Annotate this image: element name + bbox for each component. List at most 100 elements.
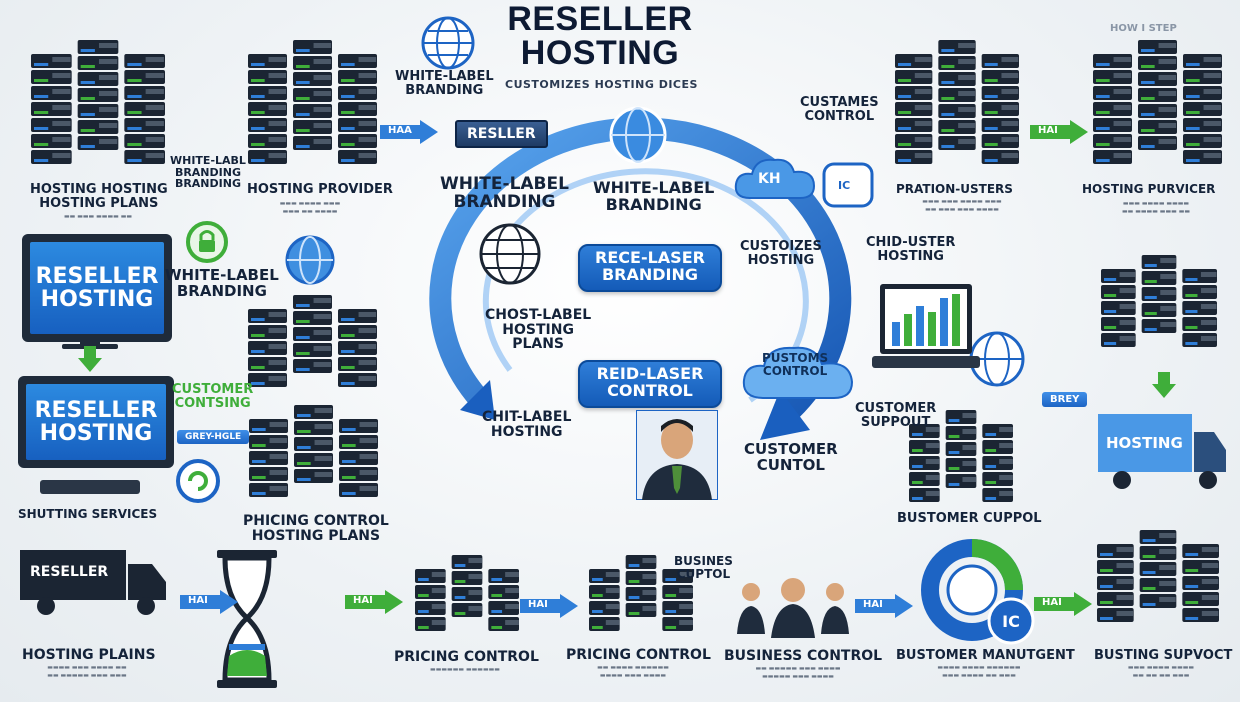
truck-icon-left bbox=[20, 550, 166, 615]
badge-circle-icon: IC bbox=[987, 597, 1035, 645]
monitor-stand bbox=[80, 334, 100, 346]
label-phicing-control: PHICING CONTROL HOSTING PLANS bbox=[243, 513, 389, 544]
grey-badge: GREY-HGLE bbox=[177, 430, 250, 444]
monitor-bottom: RESELLER HOSTING bbox=[18, 376, 174, 468]
label-pration-users: PRATION-USTERS bbox=[896, 182, 1013, 196]
brey-badge: BREY bbox=[1042, 392, 1088, 407]
subtitle: CUSTOMIZES HOSTING DICES bbox=[505, 78, 698, 91]
label-hosting-provider-left: HOSTING PROVIDER bbox=[247, 182, 393, 197]
server-stack-icon bbox=[1101, 255, 1217, 347]
server-stack-icon bbox=[415, 555, 519, 631]
label-white-label-top: WHITE-LABEL BRANDING bbox=[395, 69, 494, 98]
label-white-label-branding-mid: WHITE-LABEL BRANDING bbox=[165, 266, 279, 300]
donut-chart-icon bbox=[921, 539, 1023, 641]
caption-text: ▬▬▬ ▬▬▬ ▬▬▬▬ ▬▬▬▬▬ ▬▬▬ ▬▬▬ ▬▬▬▬ bbox=[922, 198, 1002, 213]
caption-text: ▬▬▬▬▬▬ ▬▬▬▬▬▬ bbox=[430, 666, 500, 673]
label-hosting-hosting-plans: HOSTING HOSTING HOSTING PLANS bbox=[30, 182, 168, 211]
caption-text: ▬▬▬▬ ▬▬▬▬ ▬▬▬▬▬▬▬▬▬ ▬▬▬▬ ▬▬ ▬▬▬ bbox=[937, 664, 1021, 679]
server-stack-icon bbox=[895, 40, 1019, 164]
caption-text: ▬▬▬ ▬▬▬▬ ▬▬▬▬▬▬ ▬▬▬▬ ▬▬▬ ▬▬ bbox=[1121, 200, 1191, 215]
arrow-tag: HAI bbox=[188, 595, 208, 606]
server-stack-icon bbox=[249, 405, 378, 497]
globe-icon bbox=[421, 16, 475, 70]
flow-arrow: HAI bbox=[180, 590, 238, 618]
caption-text: ▬▬▬ ▬▬▬▬ ▬▬▬▬▬▬ ▬▬ ▬▬▬▬ bbox=[279, 200, 341, 215]
label-bustomer-manutgent: BUSTOMER MANUTGENT bbox=[896, 648, 1075, 663]
label-hosting-purvicer: HOSTING PURVICER bbox=[1082, 182, 1216, 196]
globe-icon bbox=[609, 106, 667, 164]
hourglass-icon bbox=[217, 550, 277, 688]
caption-text: ▬▬ ▬▬▬ ▬▬▬▬ ▬▬ bbox=[63, 213, 133, 220]
caption-text: ▬▬▬ ▬▬▬▬ ▬▬▬▬▬▬ ▬▬ ▬▬ ▬▬▬ bbox=[1127, 664, 1195, 679]
caption-text: ▬▬▬▬ ▬▬▬ ▬▬▬▬ ▬▬▬▬ ▬▬▬▬▬ ▬▬▬ ▬▬▬ bbox=[47, 664, 127, 679]
cloud-icon bbox=[742, 346, 854, 399]
arrow-tag: HAI bbox=[528, 599, 548, 610]
reseller-badge: RESLLER bbox=[455, 120, 548, 148]
flow-arrow: HAI bbox=[345, 590, 403, 618]
lock-icon bbox=[186, 221, 228, 263]
flow-arrow: HAI bbox=[1034, 592, 1092, 620]
label-white-label-center-right: WHITE-LABEL BRANDING bbox=[593, 178, 715, 214]
cloud-k-label: KH bbox=[758, 171, 781, 187]
arrow-tag: HAI bbox=[863, 599, 883, 610]
label-customer-contol: CUSTOMER CUNTOL bbox=[744, 440, 838, 474]
people-group-icon bbox=[737, 578, 849, 638]
caption-text: ▬▬ ▬▬▬▬▬ ▬▬▬ ▬▬▬▬▬▬▬▬▬ ▬▬▬ ▬▬▬▬ bbox=[755, 665, 841, 680]
caption-text: ▬▬ ▬▬▬▬ ▬▬▬▬▬▬▬▬▬▬ ▬▬▬ ▬▬▬▬ bbox=[597, 664, 669, 679]
monitor-screen-text: RESELLER HOSTING bbox=[26, 384, 166, 460]
label-customes-control: CUSTAMES CONTROL bbox=[800, 95, 879, 124]
title-line-1: RESELLER bbox=[507, 0, 693, 38]
label-bustomer-cuppol: BUSTOMER CUPPOL bbox=[897, 511, 1042, 526]
title: RESELLER HOSTING bbox=[500, 2, 700, 70]
laptop-chart-icon bbox=[872, 284, 980, 368]
square-icon bbox=[822, 162, 874, 208]
label-custoizes-hosting: CUSTOIZES HOSTING bbox=[740, 239, 822, 268]
server-stack-icon bbox=[1093, 40, 1222, 164]
label-pricing-control-1: PRICING CONTROL bbox=[394, 649, 539, 665]
label-chit-label-hosting: CHIT-LABEL HOSTING bbox=[482, 409, 572, 440]
refresh-icon bbox=[176, 459, 220, 503]
cloud-c-label: IC bbox=[838, 179, 851, 192]
label-white-label-small: WHITE-LABL BRANDING BRANDING bbox=[170, 154, 246, 191]
keyboard bbox=[40, 480, 140, 494]
flow-arrow: HAA bbox=[380, 120, 438, 148]
label-customer-contsing: CUSTOMER CONTSING bbox=[172, 382, 254, 411]
monitor-screen-text: RESELLER HOSTING bbox=[30, 242, 164, 334]
server-stack-icon bbox=[248, 40, 377, 164]
arrow-tag: HAI bbox=[1038, 125, 1058, 136]
svg-text:IC: IC bbox=[1002, 612, 1020, 631]
flow-arrow: HAI bbox=[520, 594, 578, 622]
server-stack-icon bbox=[589, 555, 693, 631]
cloud-label-pustoms-control: PUSTOMS CONTROL bbox=[762, 351, 829, 378]
label-chid-user-hosting: CHID-USTER HOSTING bbox=[866, 235, 956, 264]
arrow-tag: HAI bbox=[1042, 597, 1062, 608]
server-stack-icon bbox=[248, 295, 377, 387]
truck-icon-right bbox=[1098, 414, 1226, 489]
truck-label-left: RESELLER bbox=[30, 564, 109, 580]
label-pricing-control-2: PRICING CONTROL bbox=[566, 647, 711, 663]
pill-reid-laser-control: REID-LASER CONTROL bbox=[578, 360, 722, 408]
arrow-tag: HAI bbox=[353, 595, 373, 606]
flow-arrow: HAI bbox=[855, 594, 913, 622]
truck-label-right: HOSTING bbox=[1106, 434, 1183, 452]
server-stack-icon bbox=[31, 40, 165, 164]
down-arrow-icon bbox=[78, 346, 102, 372]
pill-rece-laser-branding: RECE-LASER BRANDING bbox=[578, 244, 722, 292]
flow-arrow: HAI bbox=[1030, 120, 1088, 148]
label-shuting-services: SHUTTING SERVICES bbox=[18, 507, 158, 521]
globe-icon bbox=[479, 223, 541, 285]
label-ghost-label-hosting-plans: CHOST-LABEL HOSTING PLANS bbox=[485, 307, 592, 353]
label-customer-suppout: CUSTOMER SUPPOUT bbox=[855, 401, 937, 430]
title-line-2: HOSTING bbox=[520, 34, 680, 72]
arrow-tag: HAA bbox=[388, 125, 412, 136]
cloud-icon bbox=[734, 158, 816, 199]
label-busting-supvoct: BUSTING SUPVOCT bbox=[1094, 648, 1233, 663]
globe-icon bbox=[285, 235, 335, 285]
top-right-tag: HOW I STEP bbox=[1110, 23, 1177, 34]
down-arrow-icon bbox=[1152, 372, 1176, 398]
label-hosting-plans-bottom: HOSTING PLAINS bbox=[22, 647, 156, 663]
label-busines-cuptol: BUSINES CUPTOL bbox=[674, 554, 733, 581]
businessman-icon bbox=[636, 410, 718, 500]
server-stack-icon bbox=[909, 410, 1013, 502]
server-stack-icon bbox=[1097, 530, 1219, 622]
